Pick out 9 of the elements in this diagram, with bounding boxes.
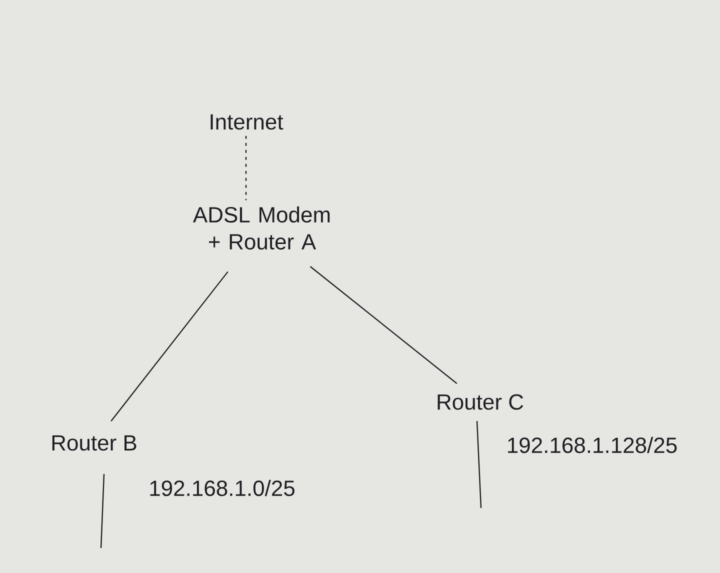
device-label: ADSL Modem + Router A: [192, 206, 330, 250]
network-label: Internet: [210, 114, 284, 130]
device-label: Router C: [438, 394, 524, 410]
link-line: [110, 271, 228, 422]
subnet-label: 192.168.1.128/25: [508, 436, 677, 454]
dashed-link-line: [245, 136, 247, 200]
subnet-label: 192.168.1.0/25: [150, 480, 294, 496]
device-label: Router B: [52, 435, 136, 451]
link-line: [310, 266, 458, 384]
